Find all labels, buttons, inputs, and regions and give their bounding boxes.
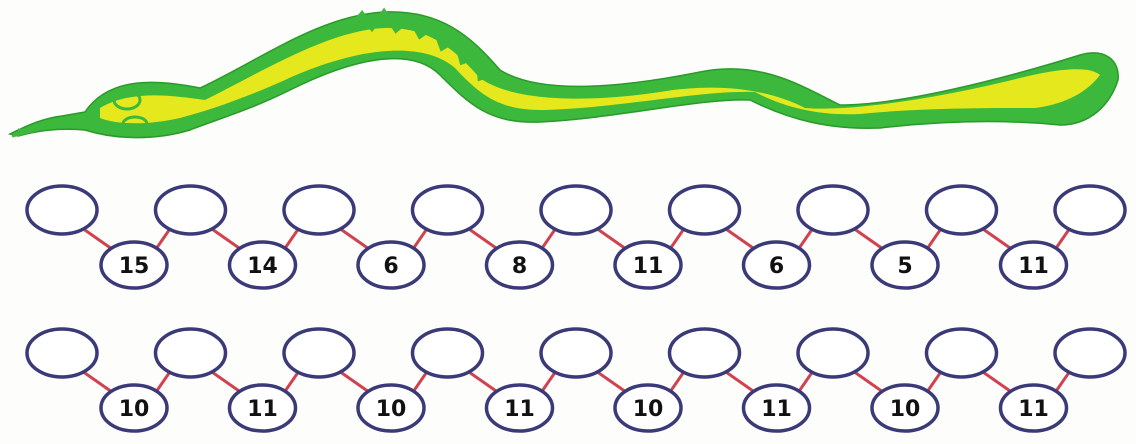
number-label: 10 [119,397,150,422]
answer-blank-circle[interactable] [413,186,483,234]
chain-link [211,228,241,249]
number-label: 11 [633,254,664,279]
number-label: 5 [897,254,912,279]
chain-link [156,371,171,392]
answer-blank-circle[interactable] [670,329,740,377]
answer-blank-circle[interactable] [798,186,868,234]
answer-blank-circle[interactable] [413,329,483,377]
chain-link [156,228,171,249]
answer-blank-circle[interactable] [156,186,226,234]
chain-link [725,371,755,392]
chain-link [211,371,241,392]
chain-link [82,228,112,249]
chain-link [927,371,942,392]
chain-link [413,371,428,392]
chain-row-1: 15 14 6 8 11 6 5 11 [27,186,1125,288]
answer-blank-circle[interactable] [27,329,97,377]
chain-link [982,371,1012,392]
chain-link [596,371,626,392]
answer-blank-circle[interactable] [670,186,740,234]
answer-blank-circle[interactable] [284,186,354,234]
chain-link [1056,228,1071,249]
answer-blank-circle[interactable] [541,329,611,377]
chain-link [542,371,557,392]
number-label: 6 [769,254,784,279]
snake-icon [10,12,1118,138]
number-label: 11 [1018,254,1049,279]
answer-blank-circle[interactable] [927,186,997,234]
chain-link [339,228,369,249]
chain-link [285,371,300,392]
number-label: 6 [383,254,398,279]
chain-link [413,228,428,249]
number-label: 15 [119,254,150,279]
chain-link [468,228,498,249]
number-label: 11 [504,397,535,422]
answer-blank-circle[interactable] [284,329,354,377]
chain-link [468,371,498,392]
number-label: 10 [890,397,921,422]
number-label: 10 [633,397,664,422]
chain-link [853,228,883,249]
chain-link [542,228,557,249]
chain-link [799,228,814,249]
answer-blank-circle[interactable] [798,329,868,377]
number-label: 10 [376,397,407,422]
chain-link [799,371,814,392]
chain-link [982,228,1012,249]
answer-blank-circle[interactable] [1055,186,1125,234]
answer-blank-circle[interactable] [27,186,97,234]
chain-link [285,228,300,249]
answer-blank-circle[interactable] [927,329,997,377]
chain-link [670,228,685,249]
number-label: 11 [761,397,792,422]
number-label: 11 [247,397,278,422]
chain-link [1056,371,1071,392]
number-label: 11 [1018,397,1049,422]
answer-blank-circle[interactable] [541,186,611,234]
chain-link [927,228,942,249]
chain-link [596,228,626,249]
chain-link [339,371,369,392]
chain-link [853,371,883,392]
chain-link [725,228,755,249]
chain-link [82,371,112,392]
answer-blank-circle[interactable] [1055,329,1125,377]
number-label: 8 [512,254,527,279]
number-label: 14 [247,254,278,279]
chain-row-2: 10 11 10 11 10 11 10 11 [27,329,1125,431]
chain-link [670,371,685,392]
number-chains: 15 14 6 8 11 6 5 11 10 11 10 11 10 11 10 11 [27,186,1125,431]
answer-blank-circle[interactable] [156,329,226,377]
